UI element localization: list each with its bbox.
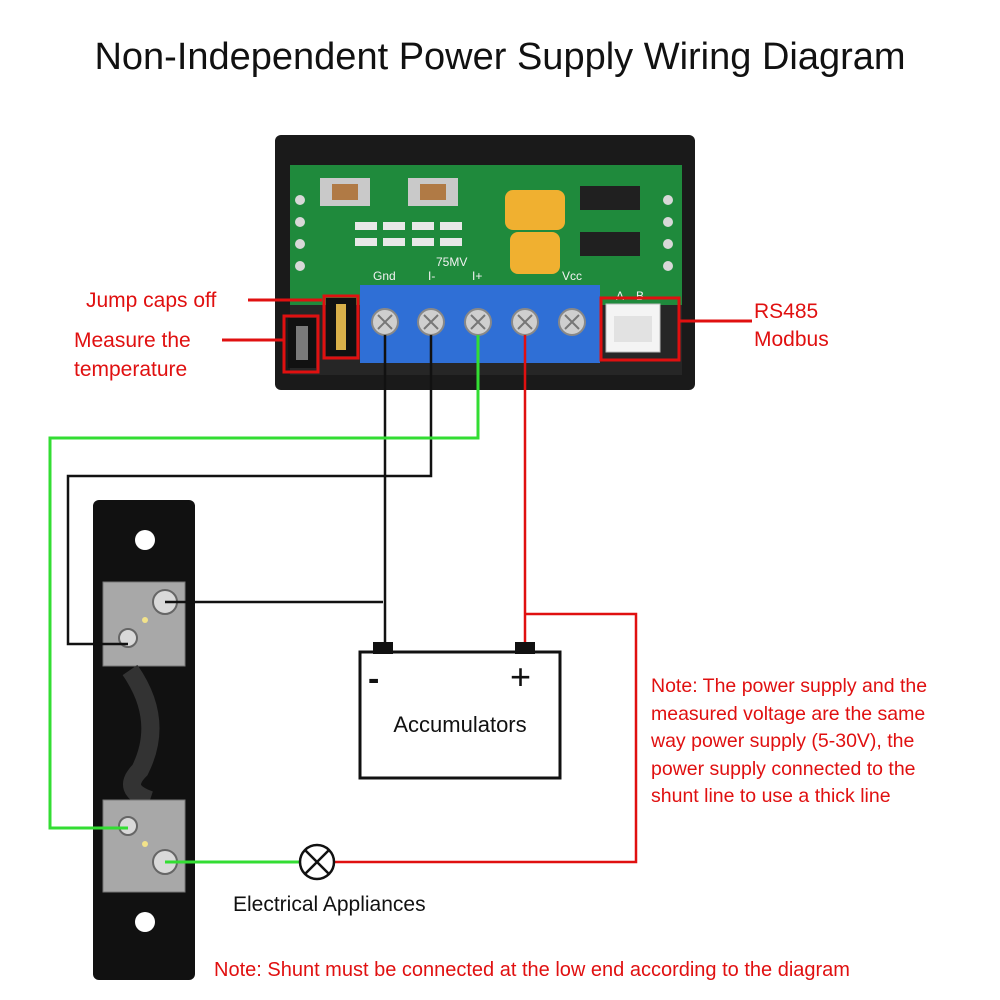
diode-2 (580, 232, 640, 256)
battery-minus-sign: - (368, 660, 380, 698)
shunt-hole-bottom (135, 912, 155, 932)
smd-components (355, 222, 462, 246)
diode-1 (580, 186, 640, 210)
note-line: Note: The power supply and the (651, 675, 928, 697)
label-measure-temp-1: Measure the (74, 329, 191, 352)
label-electrical-appliances: Electrical Appliances (233, 893, 426, 916)
label-i-plus: I+ (472, 269, 482, 283)
capacitor-1 (505, 190, 565, 230)
label-port-a: A (616, 289, 624, 303)
shunt-note: Note: Shunt must be connected at the low… (214, 959, 850, 981)
label-rs485: RS485 (754, 300, 819, 323)
label-modbus: Modbus (754, 328, 829, 351)
shunt-hole-top (135, 530, 155, 550)
diagram-title: Non-Independent Power Supply Wiring Diag… (94, 36, 906, 78)
label-jump-caps: Jump caps off (86, 289, 217, 312)
label-i-minus: I- (428, 269, 435, 283)
wire-positive-to-load (334, 612, 638, 864)
label-vcc: Vcc (562, 269, 582, 283)
meter-module: Gnd I- I+ Vcc 75MV A B (275, 135, 695, 390)
note-line: power supply connected to the (651, 757, 916, 780)
jump-caps-highlight (322, 294, 360, 360)
label-gnd: Gnd (373, 269, 396, 283)
appliance-lamp-icon (298, 843, 336, 881)
note-line: measured voltage are the same (651, 702, 926, 725)
battery-plus-sign: + (510, 656, 532, 697)
power-supply-note: Note: The power supply and the measured … (651, 673, 981, 811)
note-line: way power supply (5-30V), the (651, 730, 915, 752)
label-port-b: B (636, 289, 644, 303)
capacitor-2 (510, 232, 560, 274)
temperature-highlight (282, 314, 320, 374)
battery-terminal-positive (515, 642, 535, 654)
label-accumulators: Accumulators (393, 712, 527, 737)
pcb-pads (295, 195, 673, 271)
battery-terminal-negative (373, 642, 393, 654)
label-75mv: 75MV (436, 255, 467, 269)
battery-box (358, 650, 562, 780)
terminal-screws (371, 308, 586, 336)
wire-i-minus (66, 335, 433, 646)
shunt (93, 500, 195, 980)
accumulator (358, 642, 562, 780)
wire-i-plus (48, 335, 480, 830)
note-line: shunt line to use a thick line (651, 785, 891, 807)
shunt-strip (122, 664, 160, 809)
shunt-block-bottom (102, 799, 186, 893)
label-measure-temp-2: temperature (74, 358, 188, 381)
rs485-highlight (599, 296, 681, 362)
